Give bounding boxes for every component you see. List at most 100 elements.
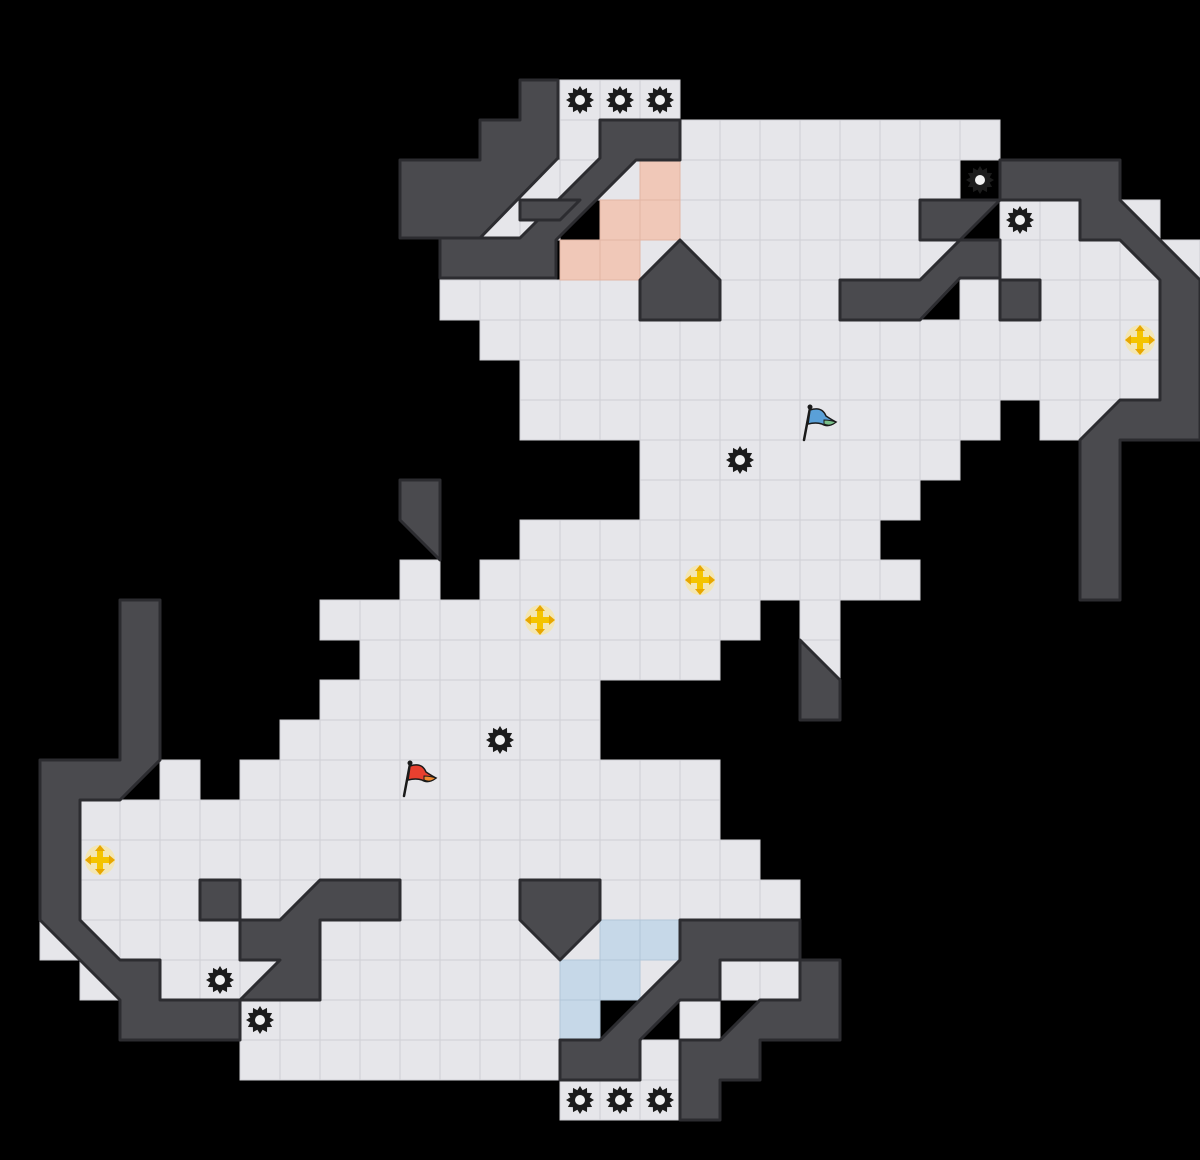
floor-tile	[439, 759, 481, 801]
floor-tile	[679, 999, 721, 1041]
floor-tile	[399, 879, 441, 921]
floor-tile	[679, 159, 721, 201]
floor-tile	[439, 959, 481, 1001]
floor-tile	[679, 799, 721, 841]
floor-tile	[719, 599, 761, 641]
floor-tile	[279, 719, 321, 761]
floor-tile	[719, 879, 761, 921]
floor-tile	[679, 759, 721, 801]
floor-tile	[959, 279, 1001, 321]
floor-tile	[959, 399, 1001, 441]
floor-tile	[159, 799, 201, 841]
floor-tile	[559, 279, 601, 321]
floor-tile	[479, 959, 521, 1001]
floor-tile	[399, 599, 441, 641]
floor-tile	[639, 439, 681, 481]
floor-tile	[839, 319, 881, 361]
floor-tile	[119, 919, 161, 961]
floor-tile	[679, 599, 721, 641]
floor-tile	[599, 599, 641, 641]
blue-zone-tile	[559, 959, 601, 1001]
floor-tile	[639, 519, 681, 561]
floor-tile	[479, 999, 521, 1041]
spike-icon	[566, 86, 594, 114]
floor-tile	[839, 439, 881, 481]
floor-tile	[999, 319, 1041, 361]
floor-tile	[759, 399, 801, 441]
floor-tile	[719, 519, 761, 561]
floor-tile	[519, 959, 561, 1001]
floor-tile	[759, 879, 801, 921]
floor-tile	[799, 519, 841, 561]
floor-tile	[719, 159, 761, 201]
floor-tile	[999, 359, 1041, 401]
floor-tile	[679, 479, 721, 521]
floor-tile	[399, 639, 441, 681]
red-zone-tile	[599, 239, 641, 281]
spike-icon	[1006, 206, 1034, 234]
floor-tile	[359, 759, 401, 801]
floor-tile	[719, 399, 761, 441]
floor-tile	[719, 959, 761, 1001]
floor-tile	[199, 839, 241, 881]
floor-tile	[679, 639, 721, 681]
floor-tile	[279, 839, 321, 881]
floor-tile	[439, 839, 481, 881]
red-zone-tile	[639, 159, 681, 201]
floor-tile	[399, 919, 441, 961]
floor-tile	[519, 319, 561, 361]
floor-tile	[239, 759, 281, 801]
floor-tile	[639, 839, 681, 881]
floor-tile	[439, 279, 481, 321]
floor-tile	[519, 759, 561, 801]
blue-zone-tile	[559, 999, 601, 1041]
floor-tile	[519, 399, 561, 441]
floor-tile	[719, 479, 761, 521]
floor-tile	[519, 679, 561, 721]
floor-tile	[639, 599, 681, 641]
floor-tile	[559, 519, 601, 561]
wall-block	[678, 958, 842, 1122]
floor-tile	[719, 359, 761, 401]
wall-block	[638, 238, 722, 322]
floor-tile	[1039, 239, 1081, 281]
boost-pad-icon	[685, 565, 715, 595]
floor-tile	[599, 639, 641, 681]
floor-tile	[399, 719, 441, 761]
floor-tile	[239, 839, 281, 881]
floor-tile	[879, 319, 921, 361]
floor-tile	[759, 279, 801, 321]
floor-tile	[319, 719, 361, 761]
floor-tile	[399, 999, 441, 1041]
floor-tile	[679, 839, 721, 881]
floor-tile	[599, 399, 641, 441]
floor-tile	[439, 799, 481, 841]
floor-tile	[719, 319, 761, 361]
spike-icon	[646, 86, 674, 114]
floor-tile	[679, 879, 721, 921]
floor-tile	[79, 799, 121, 841]
blue-zone-tile	[599, 959, 641, 1001]
floor-tile	[759, 439, 801, 481]
floor-tile	[839, 359, 881, 401]
floor-tile	[319, 919, 361, 961]
floor-tile	[399, 839, 441, 881]
floor-tile	[519, 559, 561, 601]
floor-tile	[879, 559, 921, 601]
floor-tile	[479, 679, 521, 721]
floor-tile	[479, 759, 521, 801]
wall-block	[238, 878, 402, 1002]
floor-tile	[759, 359, 801, 401]
floor-tile	[839, 479, 881, 521]
floor-tile	[239, 799, 281, 841]
wall-block	[38, 598, 242, 1042]
floor-tile	[519, 639, 561, 681]
boost-pad-icon	[525, 605, 555, 635]
floor-tile	[119, 879, 161, 921]
red-zone-tile	[639, 199, 681, 241]
floor-tile	[759, 199, 801, 241]
floor-tile	[919, 439, 961, 481]
floor-tile	[559, 559, 601, 601]
floor-tile	[399, 959, 441, 1001]
floor-tile	[359, 1039, 401, 1081]
